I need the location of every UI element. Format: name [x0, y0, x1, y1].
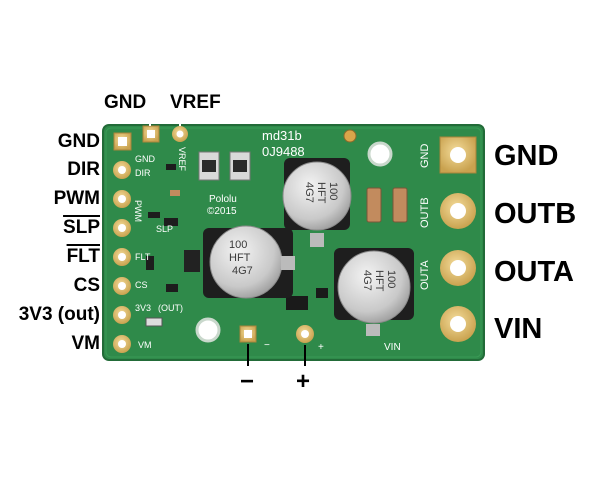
silk-pin-3v3: 3V3 — [135, 303, 151, 313]
right-label-vin: VIN — [494, 313, 543, 345]
left-label-vm: VM — [71, 333, 101, 354]
via-pad — [343, 129, 357, 143]
silk-pin-vm: VM — [138, 340, 152, 350]
right-terminal-pads — [439, 136, 477, 342]
silk-model: md31b — [262, 128, 302, 143]
capacitor-right — [334, 248, 414, 336]
left-pin-header — [113, 132, 132, 353]
silk-pin-cs: CS — [135, 280, 148, 290]
silk-pin-gnd: GND — [135, 154, 156, 164]
cap-right-value: 100 — [385, 270, 397, 288]
cap-top-code: 4G7 — [303, 182, 315, 203]
bottom-label-minus: − — [240, 368, 255, 395]
bottom-label-plus: + — [296, 368, 311, 395]
right-label-outa: OUTA — [494, 256, 575, 288]
cap-left-value: 100 — [229, 239, 247, 251]
silk-right-gnd: GND — [419, 144, 431, 169]
cap-right-type: HFT — [373, 270, 385, 292]
capacitor-top — [282, 158, 352, 247]
silk-bottom-vin: VIN — [384, 342, 401, 353]
cap-left-code: 4G7 — [232, 265, 253, 277]
silk-pin-flt: FLT — [135, 252, 151, 262]
left-label-slp: SLP — [63, 217, 100, 238]
left-label-dir: DIR — [67, 159, 100, 180]
right-label-gnd: GND — [494, 140, 559, 172]
left-label-cs: CS — [73, 275, 100, 296]
cap-left-type: HFT — [229, 252, 251, 264]
silk-pin-dir: DIR — [135, 168, 151, 178]
mounting-hole-top — [367, 141, 393, 167]
silk-right-outa: OUTA — [419, 260, 431, 290]
silk-year: ©2015 — [207, 206, 237, 217]
silk-serial: 0J9488 — [262, 144, 305, 159]
label-3v3-suffix: (out) — [52, 304, 100, 325]
left-label-flt: FLT — [66, 246, 100, 267]
left-label-3v3: 3V3 (out) — [4, 304, 100, 326]
silk-brand: Pololu — [209, 194, 237, 205]
silk-pin-out: (OUT) — [158, 303, 183, 313]
cap-top-value: 100 — [327, 182, 339, 200]
smd-components — [145, 151, 408, 327]
left-label-pwm: PWM — [53, 188, 100, 209]
cap-right-code: 4G7 — [361, 270, 373, 291]
silk-pad-plus: + — [318, 342, 324, 353]
top-label-vref: VREF — [170, 92, 221, 113]
capacitor-left — [203, 225, 295, 299]
silk-pin-pwm: PWM — [133, 200, 143, 222]
left-label-gnd: GND — [57, 131, 100, 152]
silk-right-outb: OUTB — [419, 197, 431, 228]
right-label-outb: OUTB — [494, 198, 577, 230]
label-3v3-main: 3V3 — [18, 304, 53, 325]
top-label-gnd: GND — [104, 92, 147, 113]
mounting-hole-bottom — [195, 317, 221, 343]
silk-pin-slp: SLP — [156, 224, 173, 234]
silk-pin-vref: VREF — [177, 147, 187, 172]
silk-pad-minus: − — [264, 340, 270, 351]
cap-top-type: HFT — [315, 182, 327, 204]
